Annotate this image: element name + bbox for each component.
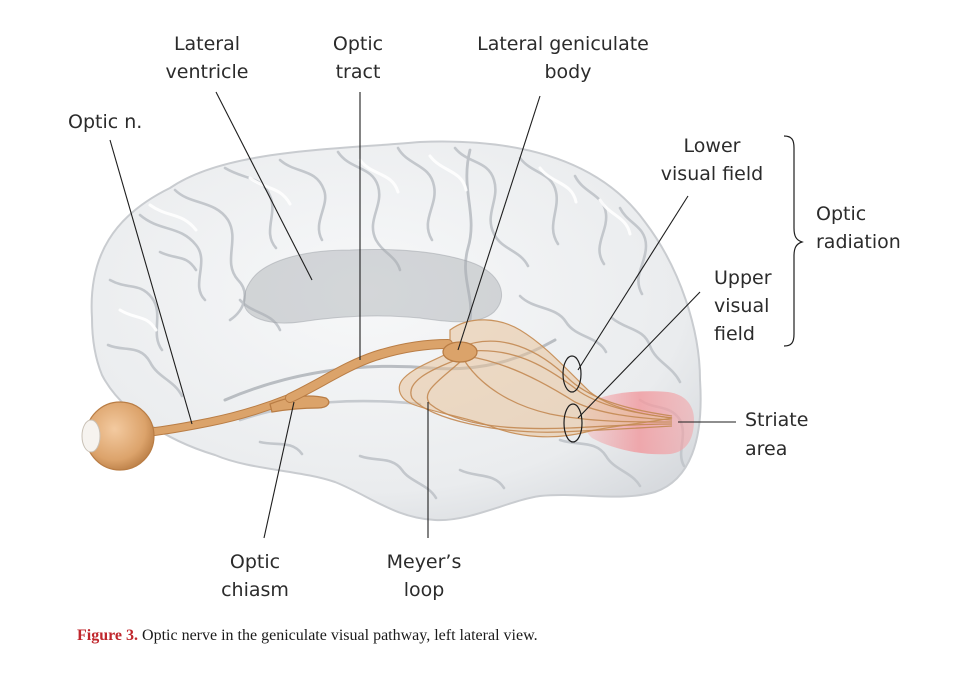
svg-text:visual field: visual field [661, 163, 763, 185]
label-striate-area: Striate area [745, 409, 808, 460]
label-optic-chiasm: Optic chiasm [221, 551, 289, 601]
svg-text:Lateral geniculate: Lateral geniculate [477, 33, 649, 55]
label-upper-visual-field: Upper visual field [714, 267, 772, 345]
svg-text:visual: visual [714, 295, 769, 317]
svg-text:Striate: Striate [745, 409, 808, 431]
lateral-ventricle-shape [243, 249, 503, 324]
optic-radiation-brace [783, 135, 804, 347]
label-meyers-loop: Meyer’s loop [387, 551, 462, 601]
svg-text:area: area [745, 438, 787, 460]
svg-text:ventricle: ventricle [166, 61, 249, 83]
label-optic-tract: Optic tract [333, 33, 383, 83]
label-lower-visual-field: Lower visual field [661, 135, 763, 185]
svg-text:radiation: radiation [816, 231, 901, 253]
svg-text:tract: tract [336, 61, 381, 83]
brain-highlights [118, 154, 632, 332]
optic-pathway [145, 339, 478, 437]
svg-text:Optic: Optic [816, 203, 866, 225]
label-optic-nerve: Optic n. [68, 111, 142, 133]
svg-text:Optic: Optic [230, 551, 280, 573]
label-optic-radiation: Optic radiation [816, 203, 901, 253]
svg-text:Meyer’s: Meyer’s [387, 551, 462, 573]
svg-text:Optic n.: Optic n. [68, 111, 142, 133]
leader-lines [109, 91, 736, 539]
lateral-geniculate-body-shape [442, 341, 478, 363]
eye-icon [81, 401, 155, 471]
svg-text:Lateral: Lateral [174, 33, 240, 55]
caption-label: Figure 3. [77, 627, 139, 644]
lower-field-marker [562, 355, 582, 393]
svg-text:chiasm: chiasm [221, 579, 289, 601]
svg-text:Upper: Upper [714, 267, 772, 289]
brain [90, 140, 702, 522]
svg-text:body: body [545, 61, 592, 83]
caption-text: Optic nerve in the geniculate visual pat… [138, 627, 538, 644]
svg-text:Lower: Lower [684, 135, 741, 157]
svg-text:loop: loop [404, 579, 445, 601]
svg-text:field: field [714, 323, 755, 345]
label-lateral-geniculate-body: Lateral geniculate body [477, 33, 649, 83]
svg-text:Optic: Optic [333, 33, 383, 55]
label-lateral-ventricle: Lateral ventricle [166, 33, 249, 83]
figure-caption: Figure 3. Optic nerve in the geniculate … [77, 627, 538, 645]
upper-field-marker [563, 403, 583, 443]
